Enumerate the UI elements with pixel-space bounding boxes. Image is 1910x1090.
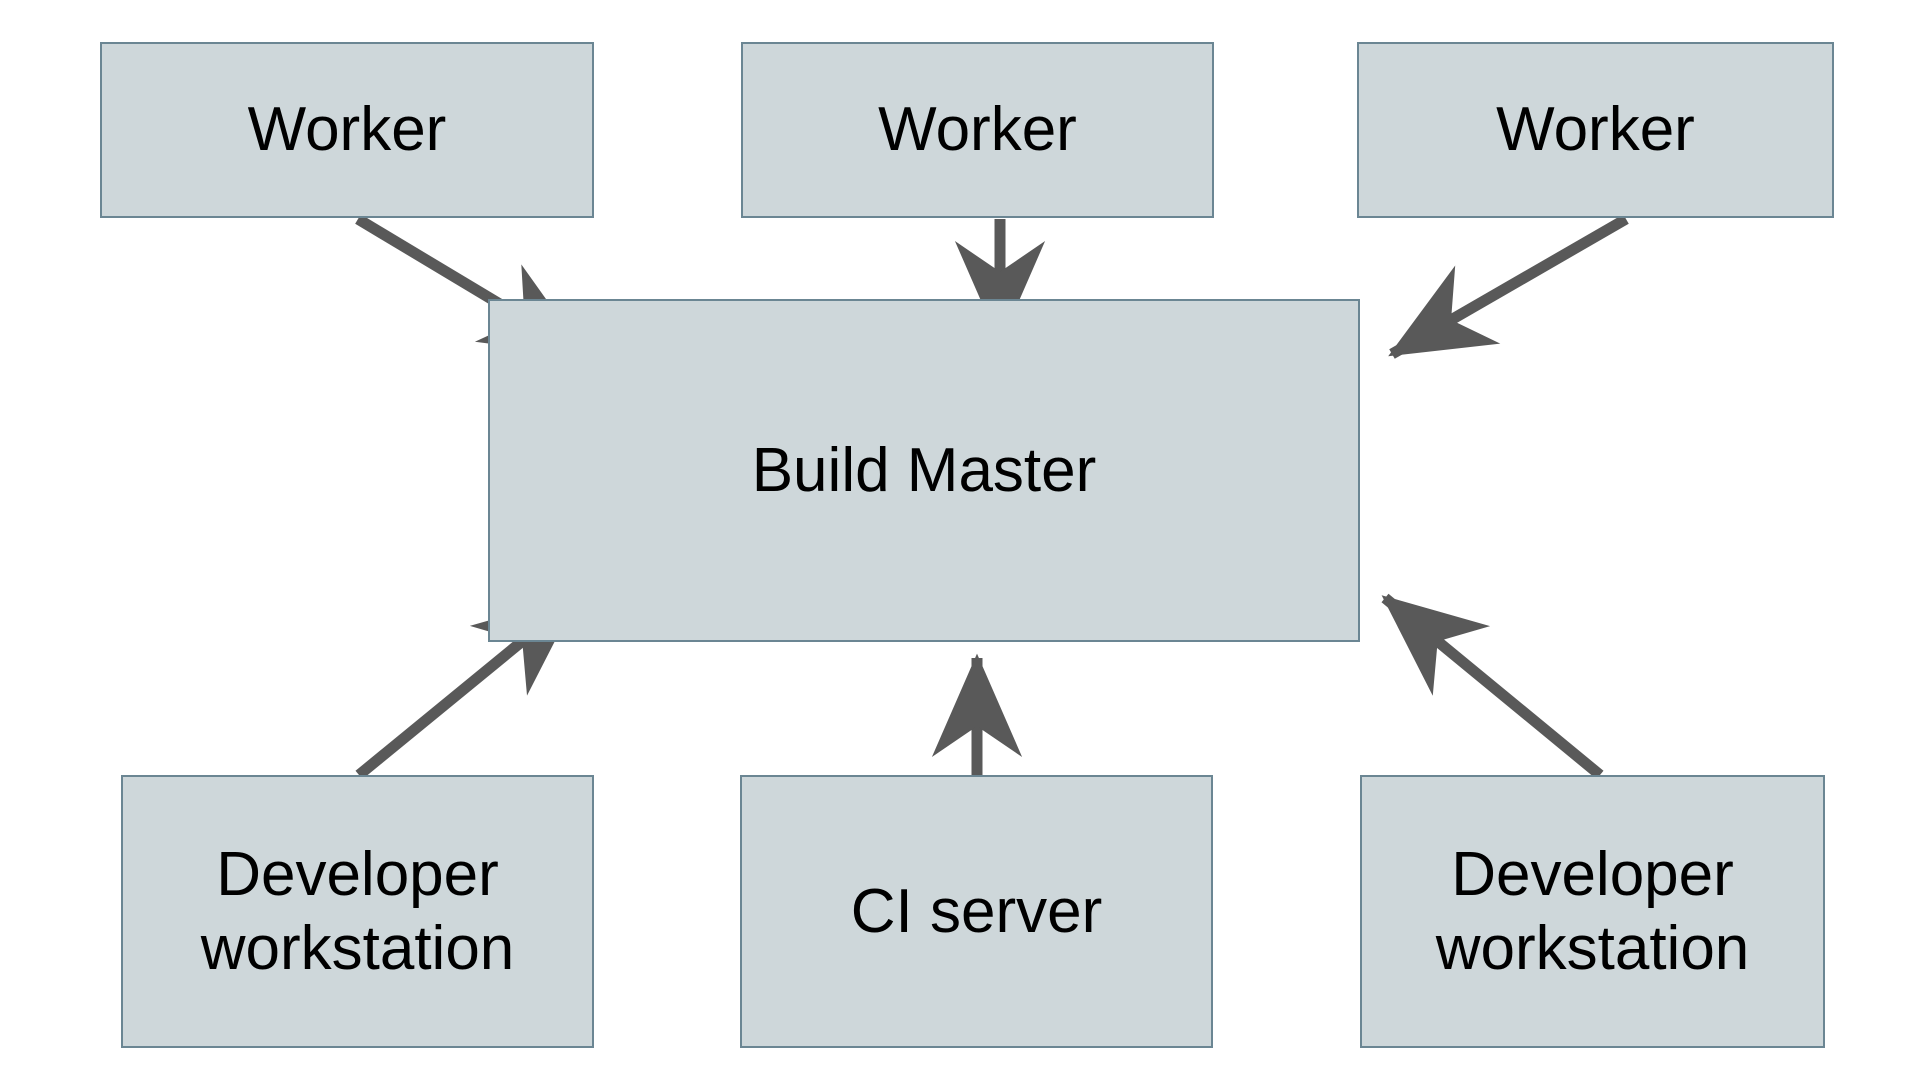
node-developer-workstation-left[interactable]: Developer workstation — [121, 775, 594, 1048]
node-ci-server-label: CI server — [850, 876, 1103, 946]
node-ci-server[interactable]: CI server — [740, 775, 1213, 1048]
node-build-master-label: Build Master — [751, 435, 1097, 505]
node-worker-2-label: Worker — [878, 95, 1077, 165]
node-build-master[interactable]: Build Master — [488, 299, 1360, 642]
node-developer-workstation-right-label: Developer workstation — [1435, 840, 1750, 983]
node-worker-3[interactable]: Worker — [1357, 42, 1834, 218]
node-worker-3-label: Worker — [1496, 95, 1695, 165]
node-developer-workstation-left-label: Developer workstation — [200, 840, 515, 983]
edge-worker3-to-master — [1388, 214, 1629, 359]
node-worker-1-label: Worker — [247, 95, 447, 165]
node-worker-2[interactable]: Worker — [741, 42, 1214, 218]
edge-devws2-to-master — [1381, 593, 1604, 780]
node-worker-1[interactable]: Worker — [100, 42, 594, 218]
node-developer-workstation-right[interactable]: Developer workstation — [1360, 775, 1825, 1048]
